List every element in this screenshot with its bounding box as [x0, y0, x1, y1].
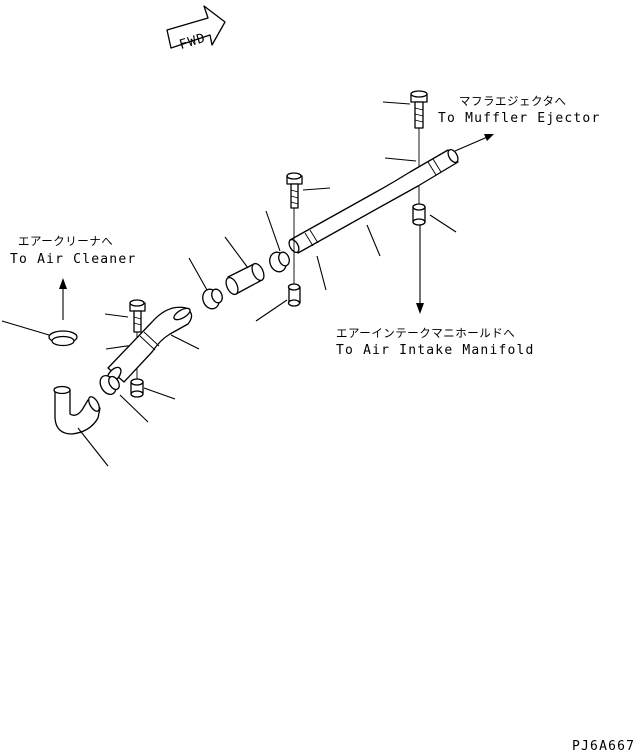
bolt-middle — [286, 172, 303, 286]
intake-arrow-head-icon — [416, 303, 424, 314]
leader-bolt-lower — [104, 313, 129, 318]
leader-clamp-middle — [188, 257, 208, 291]
intake-jp-label: エアーインテークマニホールドへ — [336, 326, 515, 340]
cleaner-jp-label: エアークリーナへ — [18, 234, 113, 248]
intake-direction: エアーインテークマニホールドへ To Air Intake Manifold — [336, 222, 535, 358]
leader-bent-pipe — [170, 334, 200, 350]
leader-long-pipe-end — [316, 255, 327, 291]
leader-elbow-hose — [77, 427, 109, 467]
cleaner-direction: エアークリーナへ To Air Cleaner — [10, 234, 136, 320]
muffler-en-label: To Muffler Ejector — [438, 111, 600, 126]
leader-bolt-middle — [302, 187, 331, 191]
leader-bolt-upper-right — [382, 101, 411, 105]
cleaner-arrow-head-icon — [59, 278, 67, 289]
spacer-middle — [287, 283, 301, 307]
leader-clamp-cleaner — [1, 320, 50, 336]
drawing-code: PJ6A667 — [572, 739, 635, 754]
leader-spacer-middle — [255, 299, 288, 322]
bent-pipe — [106, 306, 193, 384]
muffler-direction: マフラエジェクタへ To Muffler Ejector — [438, 94, 600, 152]
cleaner-en-label: To Air Cleaner — [10, 252, 136, 267]
clamp-cleaner — [48, 330, 78, 347]
clamp-lower — [99, 375, 120, 395]
leader-spacer-lower — [143, 387, 176, 400]
short-hose — [225, 262, 265, 296]
muffler-arrow-head-icon — [484, 134, 494, 141]
fwd-arrow-icon: FWD — [166, 5, 226, 53]
spacer-lower — [130, 378, 144, 398]
long-pipe — [288, 148, 459, 254]
clamp-upper — [269, 251, 290, 273]
clamp-middle — [202, 288, 223, 310]
leader-short-hose — [224, 236, 249, 269]
intake-en-label: To Air Intake Manifold — [336, 343, 535, 358]
leader-long-pipe — [366, 224, 381, 257]
muffler-jp-label: マフラエジェクタへ — [459, 94, 567, 108]
spacer-right — [412, 203, 426, 226]
leader-spacer-right — [429, 214, 457, 233]
leader-clamp-upper — [265, 210, 281, 252]
leader-pipe-clamp-right — [384, 157, 417, 162]
elbow-hose — [53, 385, 101, 435]
leader-clamp-lower — [119, 394, 149, 423]
